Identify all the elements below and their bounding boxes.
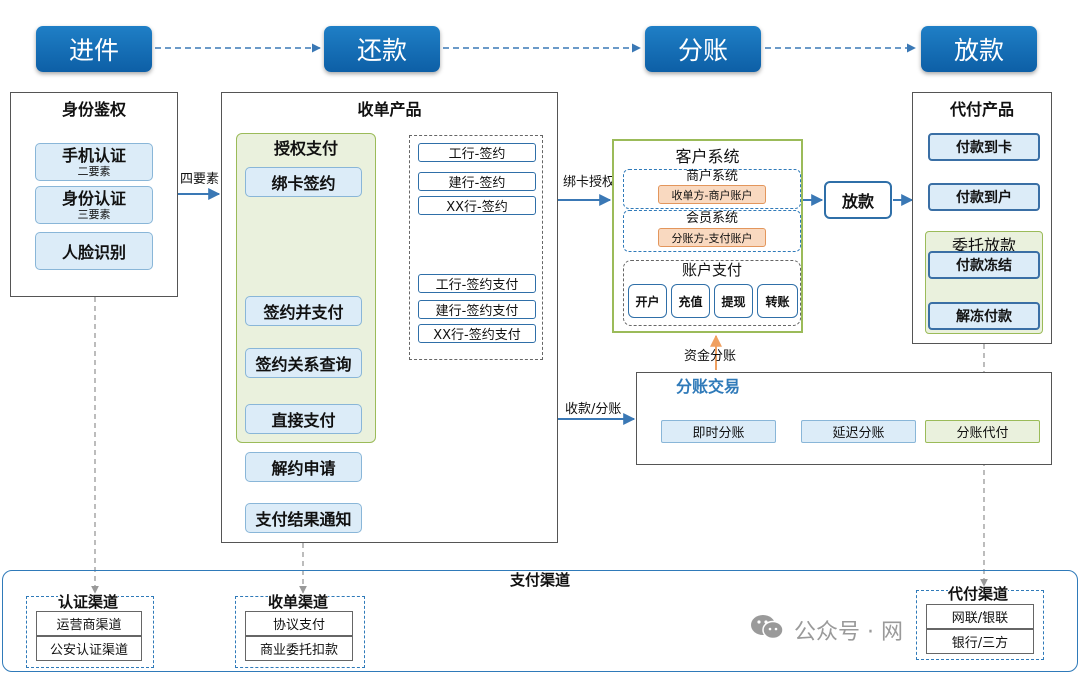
account-open-button[interactable]: 开户 [628, 284, 667, 318]
account-withdraw-button[interactable]: 提现 [714, 284, 753, 318]
phone-auth-sub: 二要素 [77, 164, 111, 178]
phone-auth-box: 手机认证 二要素 [35, 143, 153, 181]
step-unsign: 解约申请 [245, 452, 362, 482]
bank-signpay-xx: XX行-签约支付 [418, 324, 536, 343]
stage-onboarding: 进件 [36, 26, 152, 72]
entrust-title: 委托放款 [951, 236, 1016, 255]
split-trade-panel [636, 372, 1052, 465]
bank-sign-icbc: 工行-签约 [418, 143, 536, 162]
member-tag: 分账方-支付账户 [658, 228, 766, 247]
bank-signpay-icbc: 工行-签约支付 [418, 274, 536, 293]
stage-repayment: 还款 [324, 26, 440, 72]
stage-disburse: 放款 [921, 26, 1037, 72]
merchant-title: 商户系统 [685, 169, 738, 184]
account-recharge-button[interactable]: 充值 [671, 284, 710, 318]
pay-freeze: 付款冻结 [928, 251, 1040, 279]
police-channel: 公安认证渠道 [36, 636, 142, 661]
auth-pay-title: 授权支付 [273, 139, 338, 158]
step-sign-and-pay: 签约并支付 [245, 296, 362, 326]
id-auth-box: 身份认证 三要素 [35, 186, 153, 224]
merchant-system: 商户系统 [623, 169, 801, 209]
identity-title: 身份鉴权 [61, 100, 126, 119]
carrier-channel: 运营商渠道 [36, 611, 142, 636]
split-delayed: 延迟分账 [801, 420, 916, 443]
unionpay-channel: 网联/银联 [926, 604, 1034, 629]
pay-to-card: 付款到卡 [928, 133, 1040, 161]
account-pay-group: 账户支付 [623, 260, 801, 326]
id-auth-sub: 三要素 [77, 207, 111, 221]
step-bind-card: 绑卡签约 [245, 167, 362, 197]
payment-channels-title: 支付渠道 [510, 571, 571, 589]
split-trade-title: 分账交易 [676, 377, 741, 396]
bank-sign-group [409, 135, 543, 360]
member-title: 会员系统 [685, 211, 738, 226]
member-system: 会员系统 [623, 210, 801, 252]
proxy-channel-title: 代付渠道 [948, 585, 1009, 603]
acquiring-title: 收单产品 [357, 100, 422, 119]
payment-channels-panel [2, 570, 1078, 672]
acq-channel-title: 收单渠道 [268, 593, 329, 611]
stage-split: 分账 [645, 26, 761, 72]
entrust-debit-channel: 商业委托扣款 [245, 636, 353, 661]
card-auth-label: 绑卡授权 [563, 175, 616, 190]
unfreeze-pay: 解冻付款 [928, 302, 1040, 330]
step-result-notify: 支付结果通知 [245, 503, 362, 533]
protocol-pay-channel: 协议支付 [245, 611, 353, 636]
account-transfer-button[interactable]: 转账 [757, 284, 798, 318]
step-sign-query: 签约关系查询 [245, 348, 362, 378]
split-instant: 即时分账 [661, 420, 776, 443]
step-direct-pay: 直接支付 [245, 404, 362, 434]
capital-split-label: 资金分账 [684, 349, 737, 364]
collect-split-label: 收款/分账 [565, 402, 622, 417]
proxy-pay-title: 代付产品 [949, 100, 1014, 119]
four-factor-label: 四要素 [180, 172, 220, 187]
disburse-button[interactable]: 放款 [824, 181, 892, 219]
customer-title: 客户系统 [675, 147, 740, 166]
phone-auth-label: 手机认证 [61, 145, 126, 165]
split-proxy: 分账代付 [925, 420, 1040, 443]
account-pay-title: 账户支付 [681, 261, 742, 279]
face-auth-box: 人脸识别 [35, 232, 153, 270]
bank-signpay-ccb: 建行-签约支付 [418, 300, 536, 319]
bank-third-channel: 银行/三方 [926, 629, 1034, 654]
wechat-icon [750, 613, 784, 641]
merchant-tag: 收单方-商户账户 [658, 185, 766, 204]
auth-channel-title: 认证渠道 [58, 593, 119, 611]
pay-to-account: 付款到户 [928, 183, 1040, 211]
bank-sign-ccb: 建行-签约 [418, 172, 536, 191]
watermark-text: 公众号 · 网 [794, 620, 903, 645]
bank-sign-xx: XX行-签约 [418, 196, 536, 215]
id-auth-label: 身份认证 [61, 188, 126, 208]
